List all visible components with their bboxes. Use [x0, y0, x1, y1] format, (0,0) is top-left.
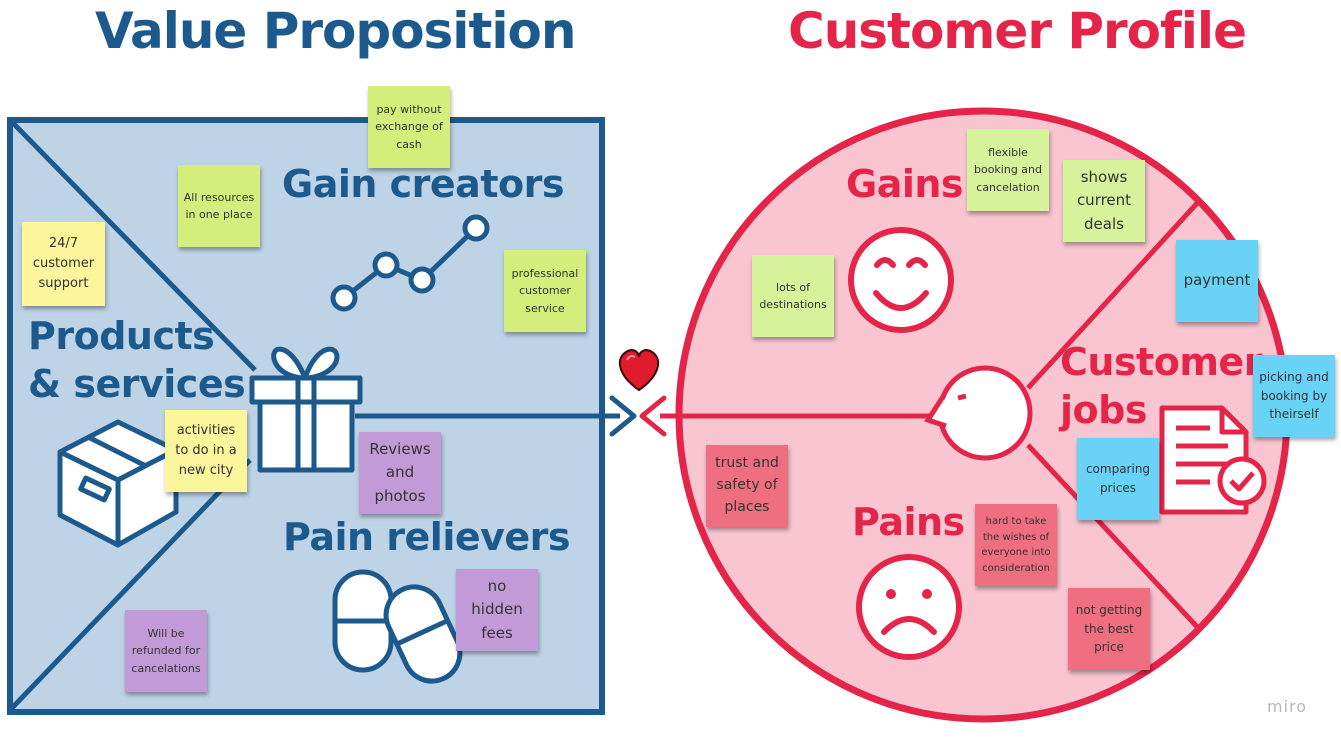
sticky-not-best-price[interactable]: not getting the best price	[1068, 588, 1150, 670]
divider-upper-right	[1026, 198, 1202, 390]
value-proposition-title: Value Proposition	[95, 2, 576, 60]
pills-icon	[332, 569, 463, 684]
customer-profile-title: Customer Profile	[788, 2, 1247, 60]
divider-lower-right	[1026, 443, 1202, 632]
sticky-hard-to-take[interactable]: hard to take the wishes of everyone into…	[975, 504, 1057, 586]
products-label-line2: & services	[28, 362, 246, 406]
sticky-lots-destinations[interactable]: lots of destinations	[752, 255, 834, 337]
arrow-right-icon	[609, 395, 637, 437]
gift-icon	[249, 346, 363, 473]
arrow-left-icon	[639, 395, 667, 437]
box-icon	[57, 419, 179, 548]
sticky-pay-without-cash[interactable]: pay without exchange of cash	[368, 86, 450, 168]
sticky-all-resources[interactable]: All resources in one place	[178, 165, 260, 247]
sticky-reviews[interactable]: Reviews and photos	[359, 432, 441, 514]
pains-label: Pains	[852, 500, 965, 544]
gain-creators-label: Gain creators	[282, 162, 564, 206]
customer-head-icon	[924, 365, 1033, 461]
sticky-trust-safety[interactable]: trust and safety of places	[706, 445, 788, 527]
heart-icon	[618, 349, 660, 392]
chart-line-icon	[330, 214, 490, 312]
sticky-activities[interactable]: activities to do in a new city	[165, 410, 247, 492]
miro-brand-label: miro	[1267, 697, 1308, 716]
divider-diagonal-top	[10, 120, 257, 372]
pain-relievers-label: Pain relievers	[283, 515, 571, 559]
sticky-current-deals[interactable]: shows current deals	[1063, 160, 1145, 242]
sticky-comparing-prices[interactable]: comparing prices	[1077, 438, 1159, 520]
sad-face-icon	[856, 554, 962, 660]
document-check-icon	[1159, 405, 1267, 515]
gains-label: Gains	[846, 162, 964, 206]
products-label-line1: Products	[28, 314, 215, 358]
customer-jobs-label-line1: Customer	[1060, 340, 1262, 384]
sticky-professional-service[interactable]: professional customer service	[504, 250, 586, 332]
sticky-payment[interactable]: payment	[1176, 240, 1258, 322]
customer-jobs-label-line2: jobs	[1060, 388, 1147, 432]
sticky-flexible-booking[interactable]: flexible booking and cancelation	[967, 129, 1049, 211]
sticky-refunded[interactable]: Will be refunded for cancelations	[125, 610, 207, 692]
sticky-no-hidden-fees[interactable]: no hidden fees	[456, 569, 538, 651]
divider-diagonal-bottom	[10, 458, 252, 710]
sticky-customer-support[interactable]: 24/7 customer support	[22, 222, 105, 306]
smile-icon	[848, 227, 954, 333]
sticky-picking-booking[interactable]: picking and booking by theirself	[1253, 355, 1335, 437]
